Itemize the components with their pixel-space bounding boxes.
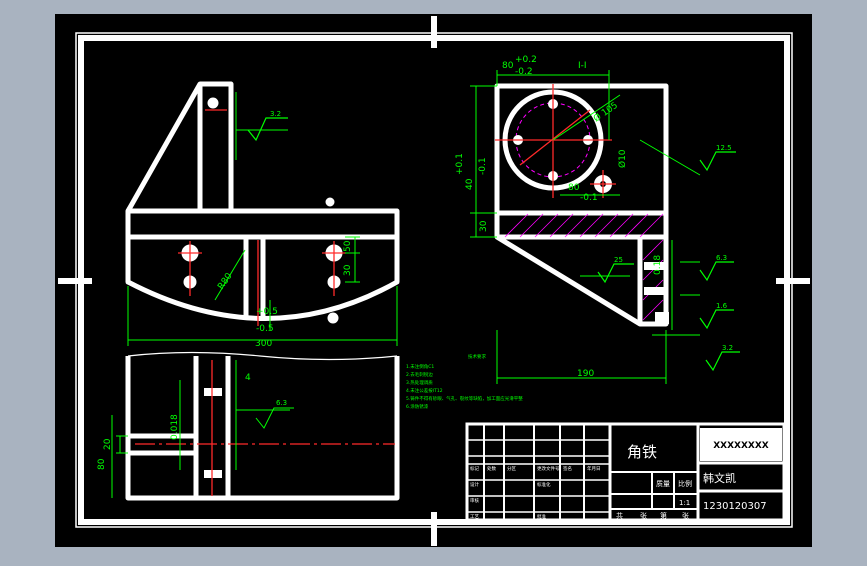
section-hole-label: 80 — [568, 183, 580, 193]
title-weight-label: 质量 — [656, 479, 670, 488]
title-part-name: 角铁 — [627, 443, 657, 461]
section-roughness-d: 1.6 — [716, 302, 728, 310]
bottom-dim-depth: 80 — [97, 458, 107, 470]
row-label-5: 年月日 — [587, 465, 601, 472]
bottom-roughness: 6.3 — [276, 399, 287, 407]
front-tol-lower: -0.5 — [256, 324, 274, 334]
left-label-1: 审核 — [470, 497, 479, 504]
section-roughness-icons — [597, 151, 740, 372]
section-bore-tol-lower: -0.2 — [515, 67, 533, 77]
section-rib-height: 30 — [479, 220, 489, 232]
section-height-nominal: 40 — [465, 178, 475, 190]
section-roughness-b: 25 — [614, 256, 623, 264]
front-dim-spacing: 50 — [343, 240, 353, 252]
section-roughness-e: 3.2 — [722, 344, 733, 352]
notes-line-1: 1.未注倒角C1 — [406, 363, 434, 370]
bottom-label-a: 4 — [245, 373, 251, 383]
section-label: I-I — [578, 61, 587, 71]
section-small-hole: Ø10 — [617, 149, 628, 168]
section-roughness-c: 6.3 — [716, 254, 727, 262]
bottom-tol-a: 0.018 — [170, 414, 180, 440]
title-drawing-number: 1230120307 — [703, 501, 767, 512]
model-space — [55, 14, 812, 547]
section-height-tol-upper: +0.1 — [455, 153, 465, 175]
section-overall-width: 190 — [577, 369, 594, 379]
title-designer: 韩文凯 — [703, 471, 736, 485]
role-label-1: 批准 — [537, 513, 546, 520]
notes-line-6: 6.涂防锈漆 — [406, 403, 429, 410]
school-cell — [700, 428, 782, 461]
title-scale-value: 1:1 — [679, 499, 690, 507]
title-sheets-unit: 张 — [640, 511, 647, 520]
front-tol-upper: +0.5 — [256, 307, 278, 317]
centering-marks — [58, 16, 810, 546]
section-bore-tol-upper: +0.2 — [515, 55, 537, 65]
front-dim-offset: 30 — [343, 264, 353, 276]
title-school: XXXXXXXX — [713, 441, 769, 451]
row-label-0: 标记 — [470, 465, 479, 472]
title-scale-label: 比例 — [678, 479, 692, 488]
bottom-dim-thickness: 20 — [103, 438, 113, 450]
roughness-symbol-icon — [247, 117, 288, 142]
technical-notes: 技术要求 1.未注倒角C1 2.去毛刺锐边 3.热处理调质 4.未注公差按IT1… — [406, 353, 523, 410]
notes-line-3: 3.热处理调质 — [406, 379, 433, 386]
row-label-3: 更改文件号 — [537, 465, 560, 472]
section-height-tol-lower: -0.1 — [478, 157, 488, 175]
title-sheet-unit: 张 — [682, 511, 689, 520]
section-bore-nominal: 80 — [502, 61, 514, 71]
section-roughness-a: 12.5 — [716, 144, 732, 152]
section-side-tol: -0.1 — [580, 193, 598, 203]
left-label-2: 工艺 — [470, 514, 479, 520]
roughness-value: 3.2 — [270, 110, 281, 118]
left-label-0: 设计 — [470, 481, 479, 488]
front-view: 300 50 30 +0.5 -0.5 R80 3.2 — [125, 81, 400, 349]
notes-line-5: 5.铸件不得有砂眼、气孔、裂纹等缺陷，加工面应光滑平整 — [406, 395, 523, 402]
row-label-4: 签名 — [563, 465, 572, 472]
section-slot-dim: 0.18 — [653, 255, 663, 275]
row-label-1: 处数 — [487, 465, 496, 472]
notes-line-2: 2.去毛刺锐边 — [406, 371, 433, 378]
front-dim-width: 300 — [255, 339, 272, 349]
row-label-2: 分区 — [507, 465, 516, 472]
notes-line-4: 4.未注公差按IT12 — [406, 387, 443, 394]
bottom-view: 20 80 0.018 4 6.3 — [97, 351, 400, 501]
notes-title: 技术要求 — [468, 353, 486, 360]
role-label-0: 标准化 — [537, 481, 551, 488]
title-sheets-total: 共 — [616, 511, 623, 520]
title-sheet-no: 第 — [660, 511, 667, 520]
title-block: XXXXXXXX 角铁 韩文凯 1230120307 质量 比例 1:1 共 张… — [465, 422, 786, 522]
